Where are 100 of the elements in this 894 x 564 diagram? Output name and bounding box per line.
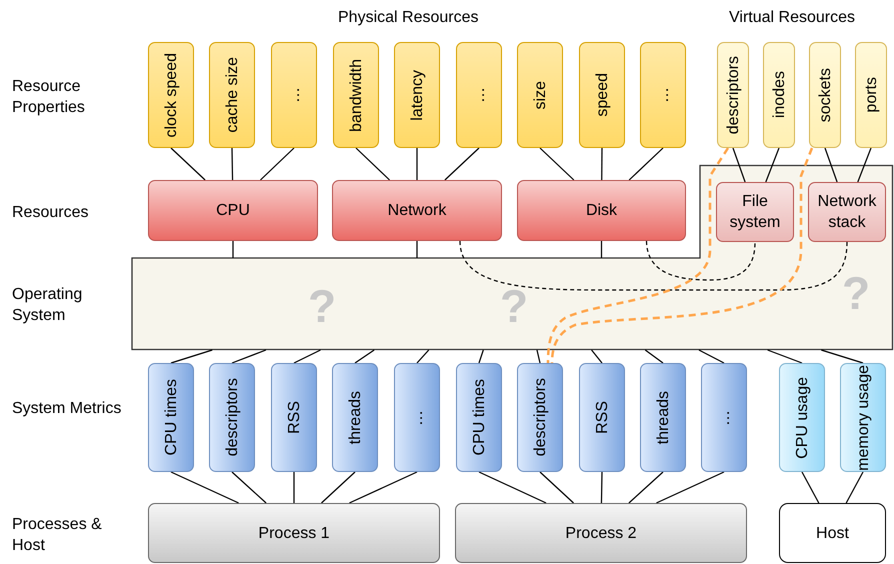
property-box [640, 42, 686, 148]
row-label: Resources [12, 203, 90, 223]
dashed-connector [459, 240, 848, 291]
dashed-connector [546, 147, 730, 364]
connector-line [824, 148, 838, 182]
node-label: RSS [284, 401, 304, 434]
connector-line [801, 472, 820, 504]
connector-line [600, 472, 603, 504]
row-label: Processes & Host [12, 515, 103, 556]
node-label: descriptors [724, 56, 742, 134]
metric-box [779, 363, 825, 472]
resource-box [517, 180, 686, 241]
process-box [455, 503, 747, 563]
node-label: clock speed [162, 52, 180, 138]
connector-line [765, 148, 780, 182]
question-mark: ? [308, 283, 336, 329]
metric-box [579, 363, 625, 472]
connector-line [231, 148, 234, 180]
property-box [579, 42, 625, 148]
node-label: CPU times [470, 379, 488, 456]
node-label: ports [862, 77, 880, 113]
node-label: Process 1 [258, 524, 330, 544]
connector-line [600, 241, 602, 258]
connector-line [416, 148, 418, 180]
node-label: sockets [816, 68, 834, 122]
row-label: Operating System [12, 285, 84, 326]
question-mark: ? [500, 283, 528, 329]
node-label: … [284, 87, 304, 103]
connector-line [416, 241, 418, 258]
row-label: System Metrics [12, 399, 122, 419]
node-label: CPU [216, 201, 250, 221]
connector-line [846, 472, 864, 504]
resource-box [332, 180, 502, 241]
node-label: Network stack [816, 192, 878, 233]
node-label: … [714, 410, 734, 426]
node-label: memory usage [854, 364, 872, 470]
process-box [148, 503, 440, 563]
node-label: speed [592, 73, 612, 117]
node-label: latency [408, 70, 426, 120]
node-label: size [530, 80, 550, 110]
connector-line [349, 471, 418, 504]
node-label: RSS [592, 401, 612, 434]
node-label: CPU times [162, 379, 180, 456]
dashed-connector [550, 148, 814, 364]
connector-line [170, 471, 239, 504]
connector-line [356, 148, 390, 180]
resource-box [148, 180, 318, 241]
node-label: bandwidth [346, 58, 366, 132]
node-label: descriptors [530, 378, 550, 457]
metric-box [517, 363, 563, 472]
connector-line [536, 350, 541, 364]
node-label: CPU usage [792, 376, 812, 458]
property-box [855, 42, 887, 148]
connector-line [478, 350, 484, 364]
node-label: … [470, 87, 488, 103]
connector-line [416, 350, 430, 364]
metric-box [209, 363, 255, 472]
node-label: inodes [770, 71, 788, 119]
property-box [271, 42, 317, 148]
property-box [394, 42, 440, 148]
connector-line [540, 472, 574, 504]
connector-line [170, 148, 206, 180]
property-box [809, 42, 841, 148]
question-mark: ? [842, 270, 870, 316]
connector-line [321, 472, 356, 504]
connector-line [260, 148, 294, 180]
property-box [517, 42, 563, 148]
node-label: … [654, 87, 672, 103]
node-label: threads [346, 390, 364, 444]
node-label: File system [728, 192, 782, 233]
node-label: Host [816, 524, 849, 544]
node-label: Process 2 [565, 524, 637, 544]
connector-line [170, 349, 212, 364]
connector-line [232, 349, 266, 364]
column-heading: Physical Resources [338, 8, 478, 28]
connector-line [656, 471, 724, 504]
connector-line [628, 148, 664, 180]
property-box [717, 42, 749, 148]
node-label: cache size [222, 57, 242, 133]
row-label: Resource Properties [12, 77, 86, 118]
connector-line [354, 350, 375, 364]
node-label: Network [388, 201, 446, 221]
node-label: threads [654, 390, 672, 444]
metric-box [148, 363, 194, 472]
connector-line [644, 350, 664, 364]
metric-box [701, 363, 747, 472]
connector-line [293, 472, 295, 503]
metric-box [394, 363, 440, 472]
resource-box [716, 182, 794, 242]
metric-box [332, 363, 378, 472]
node-label: descriptors [222, 378, 242, 457]
dashed-connector [646, 240, 756, 281]
property-box [148, 42, 194, 148]
node-label: Disk [586, 201, 618, 221]
connector-line [540, 148, 574, 180]
metric-box [840, 363, 886, 472]
metric-box [271, 363, 317, 472]
connector-line [232, 472, 266, 504]
property-box [763, 42, 795, 148]
metric-box [640, 363, 686, 472]
